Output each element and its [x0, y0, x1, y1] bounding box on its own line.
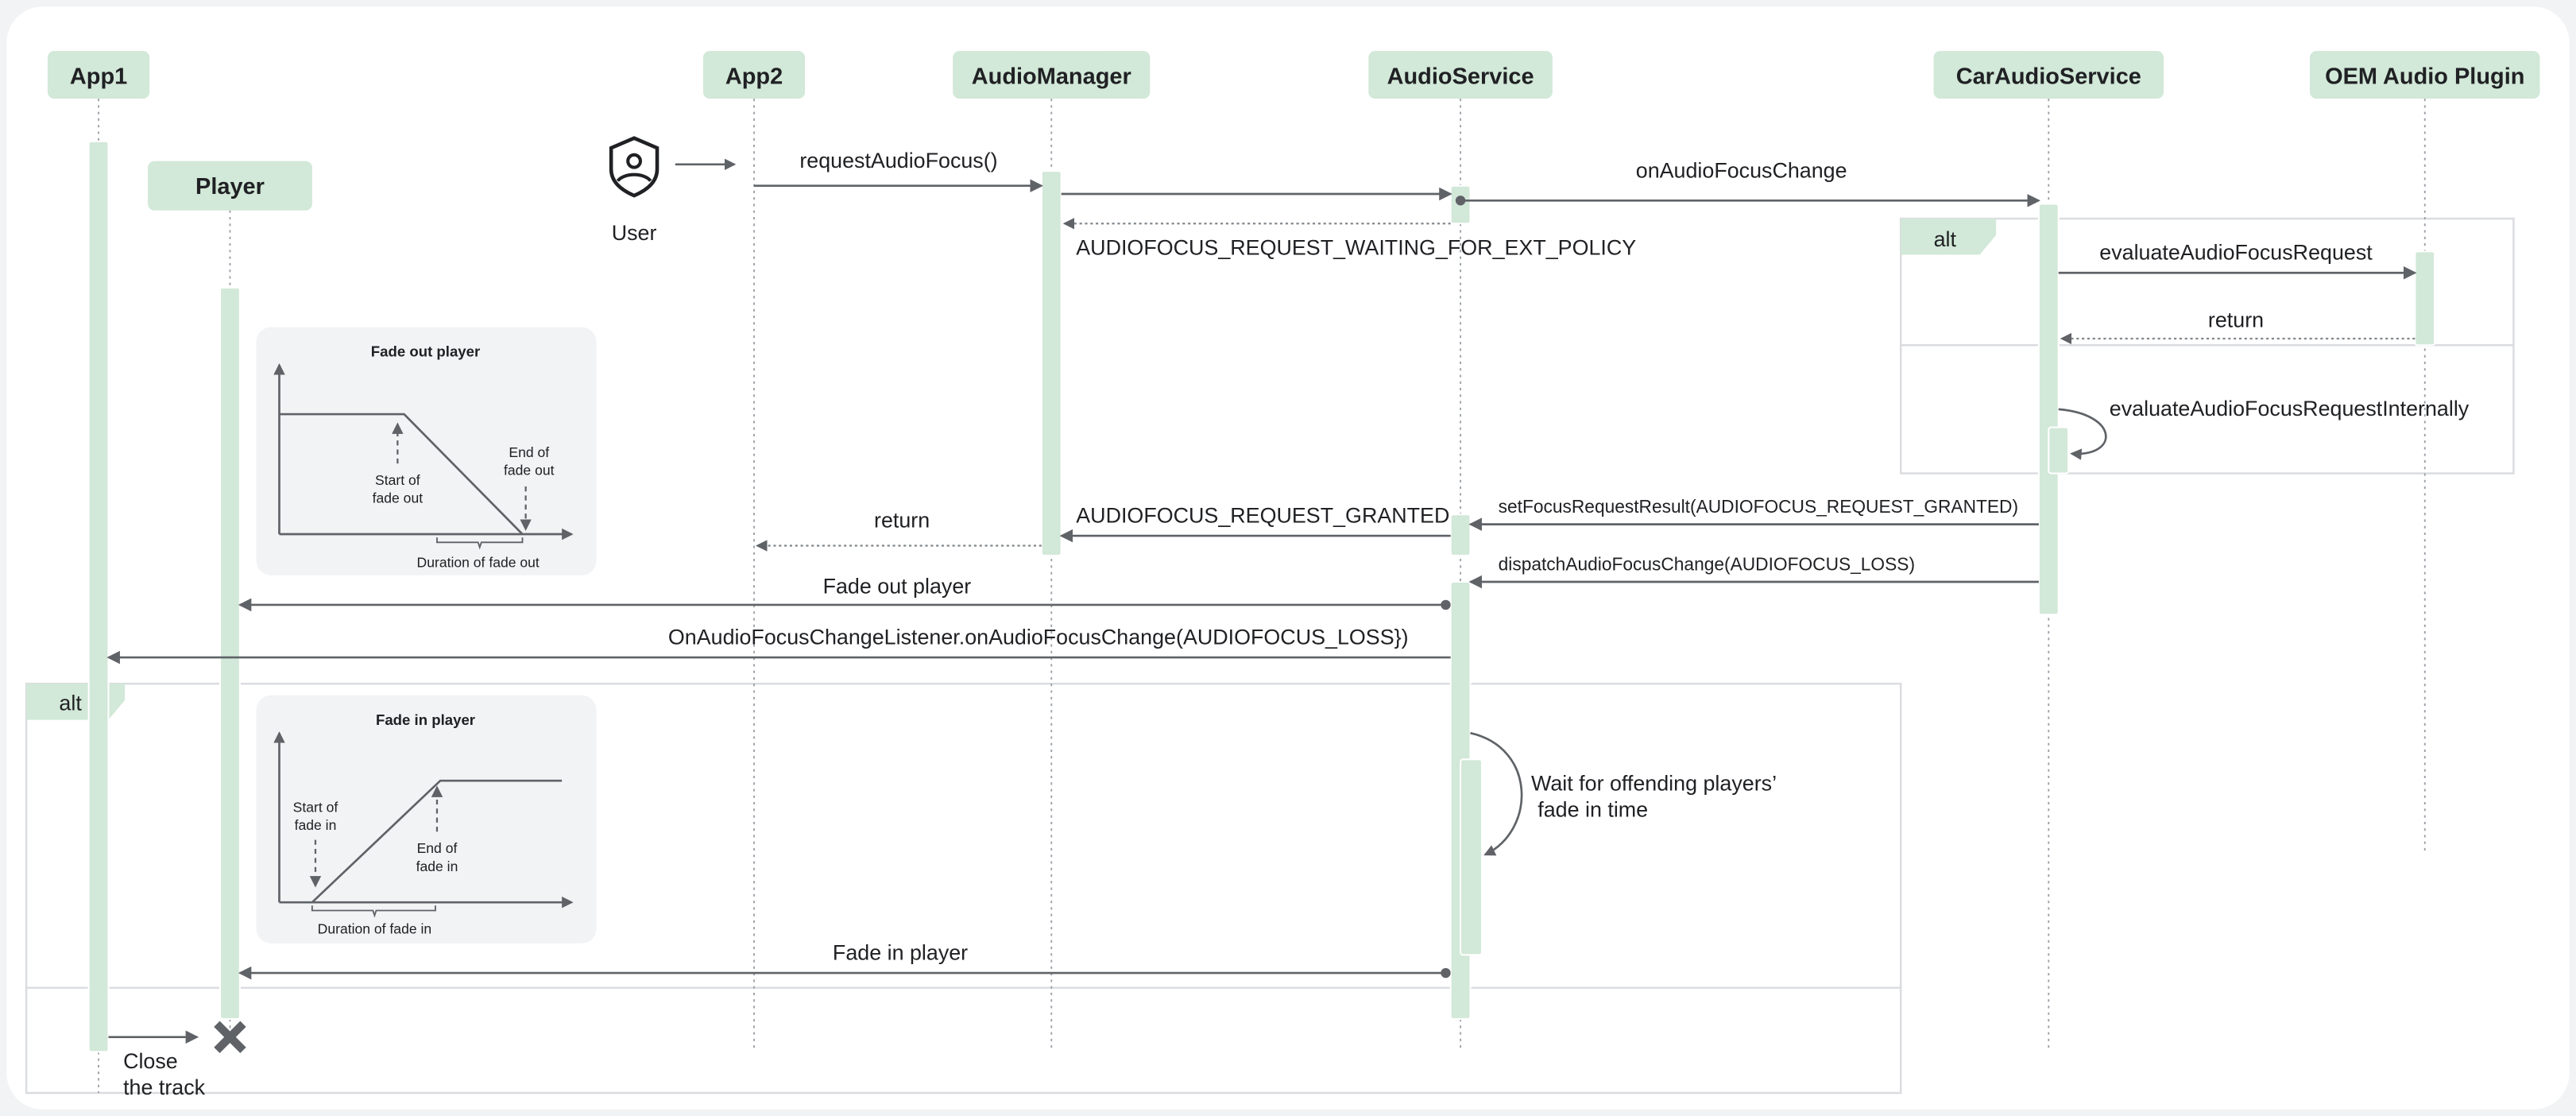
fade-out-chart: Fade out player Start of fade out End of… — [256, 327, 597, 575]
svg-text:Start of: Start of — [375, 472, 420, 488]
activation-player — [219, 286, 241, 1020]
activation-oem-plugin — [2414, 250, 2436, 347]
message-wait-fade-in: Wait for offending players’ fade in time — [1470, 731, 1777, 856]
message-request-audio-focus: requestAudioFocus() — [754, 149, 1043, 192]
svg-text:Fade out player: Fade out player — [823, 574, 972, 598]
svg-text:fade out: fade out — [373, 490, 424, 506]
svg-text:fade in: fade in — [416, 858, 458, 874]
svg-text:Duration of fade in: Duration of fade in — [318, 920, 432, 936]
svg-text:AudioManager: AudioManager — [972, 64, 1131, 89]
svg-text:Wait for offending players’: Wait for offending players’ — [1531, 772, 1777, 796]
message-set-focus-result: setFocusRequestResult(AUDIOFOCUS_REQUEST… — [1468, 496, 2039, 531]
svg-text:Start of: Start of — [293, 799, 338, 815]
activation-audiomanager — [1040, 170, 1062, 556]
svg-text:Player: Player — [195, 174, 265, 200]
svg-text:return: return — [874, 509, 930, 533]
svg-text:Duration of fade out: Duration of fade out — [417, 554, 540, 570]
chart-title: Fade in player — [376, 711, 475, 728]
message-return-app2: return — [756, 509, 1042, 552]
svg-text:evaluateAudioFocusRequest: evaluateAudioFocusRequest — [2099, 241, 2373, 265]
message-evaluate-request: evaluateAudioFocusRequest — [2058, 241, 2417, 280]
activation-bars — [87, 140, 2436, 1053]
activation-audioservice — [1449, 513, 1472, 556]
svg-text:End of: End of — [509, 444, 549, 460]
message-fade-in-player: Fade in player — [238, 941, 1451, 980]
svg-text:evaluateAudioFocusRequestInter: evaluateAudioFocusRequestInternally — [2110, 397, 2470, 420]
alt-label: alt — [59, 691, 82, 715]
chart-title: Fade out player — [371, 343, 480, 360]
activation-app1 — [87, 140, 110, 1053]
participant-app2: App2 — [702, 51, 806, 99]
participant-caraudioservice: CarAudioService — [1933, 51, 2164, 99]
svg-text:fade out: fade out — [504, 463, 555, 479]
alt-frame-right: alt — [1899, 217, 2515, 475]
message-evaluate-internally: evaluateAudioFocusRequestInternally — [2058, 397, 2470, 460]
alt-label: alt — [1934, 227, 1957, 251]
message-request-granted: AUDIOFOCUS_REQUEST_GRANTED — [1059, 504, 1451, 543]
svg-text:OEM Audio Plugin: OEM Audio Plugin — [2325, 64, 2524, 89]
svg-text:AUDIOFOCUS_REQUEST_GRANTED: AUDIOFOCUS_REQUEST_GRANTED — [1076, 504, 1449, 528]
svg-text:return: return — [2208, 308, 2264, 332]
participant-audiomanager: AudioManager — [953, 51, 1151, 99]
participant-oem-plugin: OEM Audio Plugin — [2310, 51, 2540, 99]
message-listener-change: OnAudioFocusChangeListener.onAudioFocusC… — [106, 626, 1451, 665]
participant-app1: App1 — [47, 51, 150, 99]
fade-curve — [311, 779, 563, 904]
message-return-oem: return — [2060, 308, 2415, 345]
activation-caraudioservice — [2037, 203, 2060, 616]
message-on-audio-focus-change: onAudioFocusChange — [1455, 158, 2040, 207]
user-shield-icon — [609, 136, 659, 198]
svg-text:the track: the track — [123, 1075, 206, 1099]
svg-text:AudioService: AudioService — [1387, 64, 1534, 89]
activation-audioservice-nested — [1460, 758, 1483, 956]
svg-text:End of: End of — [417, 840, 458, 856]
actor-user: User — [609, 136, 659, 245]
participant-audioservice: AudioService — [1368, 51, 1553, 99]
message-dispatch-change: dispatchAudioFocusChange(AUDIOFOCUS_LOSS… — [1468, 554, 2039, 589]
message-fade-out-player: Fade out player — [238, 574, 1451, 612]
svg-text:Fade in player: Fade in player — [833, 941, 968, 965]
svg-text:Close: Close — [123, 1049, 178, 1073]
message-waiting-for-ext-policy: AUDIOFOCUS_REQUEST_WAITING_FOR_EXT_POLIC… — [1062, 218, 1636, 260]
participant-player: Player — [148, 161, 312, 211]
svg-text:requestAudioFocus(): requestAudioFocus() — [799, 149, 997, 172]
svg-text:fade in: fade in — [295, 817, 337, 833]
fade-in-chart: Fade in player Start of fade in End of f… — [256, 695, 597, 944]
svg-text:setFocusRequestResult(AUDIOFOC: setFocusRequestResult(AUDIOFOCUS_REQUEST… — [1499, 496, 2018, 517]
svg-text:onAudioFocusChange: onAudioFocusChange — [1636, 158, 1847, 182]
svg-text:App2: App2 — [725, 64, 783, 89]
diagram-card — [6, 6, 2570, 1110]
x-icon — [214, 1021, 246, 1053]
message-close-track: Close the track — [108, 1030, 206, 1099]
svg-text:dispatchAudioFocusChange(AUDIO: dispatchAudioFocusChange(AUDIOFOCUS_LOSS… — [1499, 554, 1915, 575]
svg-text:CarAudioService: CarAudioService — [1956, 64, 2141, 89]
svg-text:User: User — [612, 221, 657, 245]
svg-text:fade in time: fade in time — [1537, 798, 1648, 822]
svg-text:App1: App1 — [70, 64, 127, 89]
activation-caraudioservice-nested — [2048, 426, 2070, 475]
fade-curve — [279, 413, 524, 535]
svg-text:OnAudioFocusChangeListener.onA: OnAudioFocusChangeListener.onAudioFocusC… — [668, 626, 1409, 649]
svg-text:AUDIOFOCUS_REQUEST_WAITING_FOR: AUDIOFOCUS_REQUEST_WAITING_FOR_EXT_POLIC… — [1076, 236, 1636, 260]
